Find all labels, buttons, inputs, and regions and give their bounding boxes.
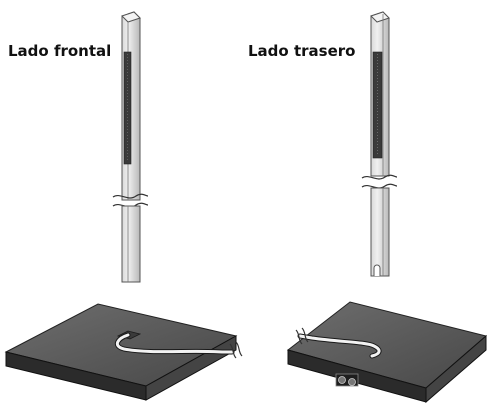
rear-speaker-base — [286, 301, 488, 404]
rear-side-label: Lado trasero — [248, 42, 356, 60]
front-speaker-base — [4, 303, 243, 401]
rear-base-terminals — [335, 373, 359, 387]
front-speaker-column — [112, 11, 149, 283]
front-side-label: Lado frontal — [8, 42, 112, 60]
front-column-break — [112, 193, 149, 199]
rear-speaker-column — [361, 11, 398, 277]
rear-column-break — [361, 174, 398, 180]
